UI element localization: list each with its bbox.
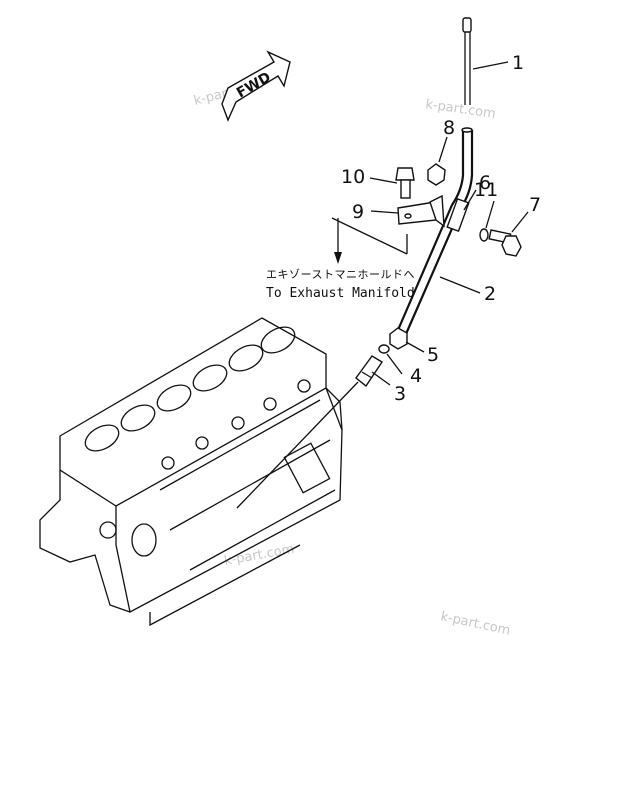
callout-8: 8 (443, 117, 455, 139)
o-ring (378, 344, 390, 354)
callout-5: 5 (427, 344, 439, 366)
callout-2: 2 (484, 283, 496, 305)
callout-11: 11 (474, 179, 498, 201)
callout-4: 4 (410, 365, 422, 387)
connector (355, 355, 383, 388)
callout-6: 6 (479, 172, 491, 194)
watermark-2: k-part.com (424, 97, 496, 122)
nut (427, 163, 446, 186)
callout-10: 10 (341, 166, 365, 188)
washer (479, 228, 489, 242)
dipstick-tube (396, 127, 474, 335)
callout-3: 3 (394, 383, 406, 405)
bracket (397, 194, 445, 228)
dipstick-gauge (462, 17, 472, 105)
callout-1: 1 (512, 52, 524, 74)
note-english: To Exhaust Manifold (266, 286, 415, 301)
leader-lines (236, 61, 529, 509)
sleeve-nut (389, 327, 408, 350)
note-japanese: エキゾーストマニホールドへ (266, 268, 415, 281)
engine-block (39, 317, 343, 627)
fwd-arrow-icon: FWD (221, 50, 291, 122)
callout-7: 7 (529, 194, 541, 216)
watermark-4: k-part.com (439, 609, 511, 638)
clamp (446, 197, 470, 233)
bolt-7 (488, 229, 522, 257)
bolt (395, 167, 415, 199)
callout-9: 9 (352, 201, 364, 223)
